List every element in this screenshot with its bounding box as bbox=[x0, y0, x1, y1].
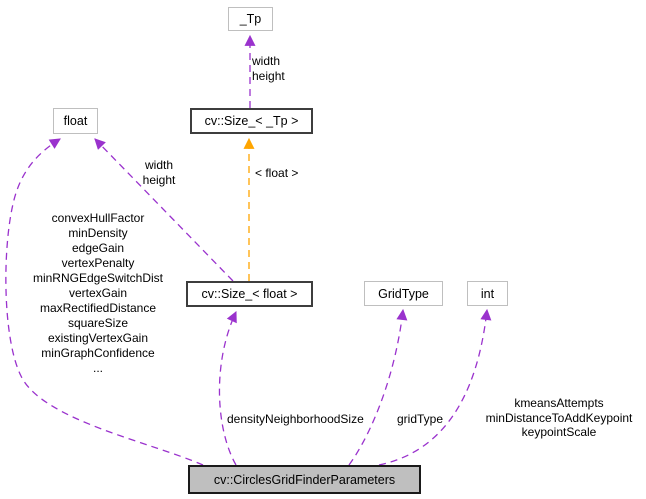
node-main-circlesgridfinderparameters: cv::CirclesGridFinderParameters bbox=[188, 465, 421, 494]
node-int: int bbox=[467, 281, 508, 306]
node-size-tp[interactable]: cv::Size_< _Tp > bbox=[190, 108, 313, 134]
edge-label-width-height-mid: width height bbox=[142, 158, 176, 187]
node-size-float[interactable]: cv::Size_< float > bbox=[186, 281, 313, 307]
edge-label-gridtype: gridType bbox=[397, 412, 444, 426]
edge-main-to-size-float bbox=[218, 311, 237, 466]
edge-label-width-height-top: width height bbox=[252, 54, 285, 83]
edge-label-main-to-float-members: convexHullFactor minDensity edgeGain ver… bbox=[32, 211, 164, 375]
edge-main-to-gridtype bbox=[348, 308, 408, 466]
node-float: float bbox=[53, 108, 98, 134]
node-gridtype: GridType bbox=[364, 281, 443, 306]
edge-main-to-int bbox=[378, 308, 492, 466]
edge-size-float-to-float bbox=[94, 138, 234, 282]
edge-main-to-float bbox=[5, 138, 204, 466]
node-tp: _Tp bbox=[228, 7, 273, 31]
edge-label-template-float: < float > bbox=[255, 166, 299, 180]
edge-label-main-to-int-members: kmeansAttempts minDistanceToAddKeypoint … bbox=[485, 396, 633, 439]
edge-label-density-neighborhood-size: densityNeighborhoodSize bbox=[227, 412, 364, 426]
